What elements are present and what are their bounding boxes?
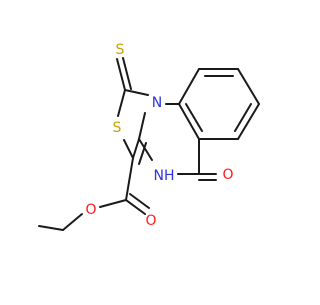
bond-lines	[38, 57, 260, 231]
bond-cester-o-double	[125, 199, 146, 215]
atom-label-lactam-o: O	[222, 167, 233, 183]
atom-label-thione-s: S	[116, 42, 125, 58]
structure-canvas: S S N NH O O O	[38, 42, 260, 231]
bond-n-c	[124, 89, 149, 96]
bond-ch2-ch3	[38, 225, 64, 231]
bond-c-s	[117, 89, 126, 117]
atom-label-ester-carbonyl-o: O	[145, 213, 156, 229]
bond-c-c-double	[138, 142, 147, 165]
bond-c-s-double	[122, 57, 132, 90]
bond-benzene-inner	[234, 103, 252, 132]
bond-c-nh	[138, 138, 153, 161]
atom-label-ring-s: S	[113, 120, 122, 136]
bond-benzene	[237, 68, 260, 105]
atom-labels: S S N NH O O O	[85, 42, 233, 229]
bond-benzene	[178, 68, 200, 105]
atom-label-ring-n: N	[152, 95, 162, 111]
molecule-structure: S S N NH O O O	[38, 42, 260, 231]
bond-s-c	[123, 139, 134, 159]
bond-benzene	[178, 103, 200, 140]
bond-benzene	[237, 103, 260, 140]
bond-cester-o-double	[129, 193, 150, 209]
atom-label-ester-alkoxy-o: O	[85, 202, 96, 218]
bond-o-ch2	[62, 213, 83, 231]
bond-benzene-inner	[185, 103, 203, 132]
bond-c-cester	[125, 157, 134, 201]
bond-c-s-double	[116, 58, 126, 91]
bond-n-c	[138, 112, 146, 140]
bond-c-c-double	[132, 138, 140, 159]
atom-label-nh: NH	[154, 168, 175, 184]
bond-cester-o	[99, 199, 127, 208]
